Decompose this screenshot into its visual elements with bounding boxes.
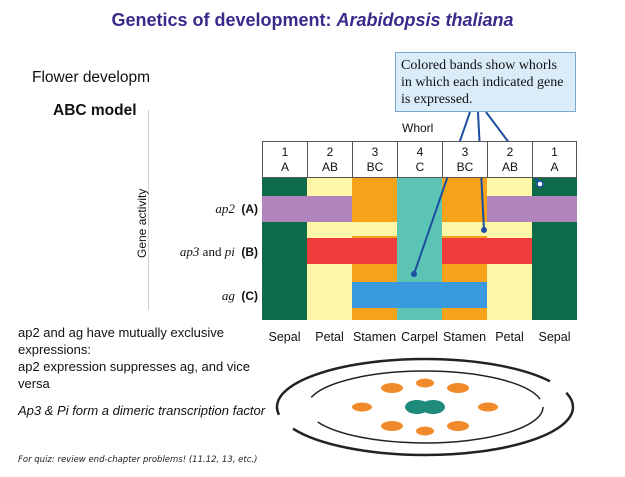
whorl-code: BC — [366, 160, 384, 174]
gene-name-ag: ag — [221, 288, 235, 303]
whorl-number: 4 — [416, 145, 424, 159]
flower-development-heading: Flower developm — [32, 69, 151, 86]
organ-label: Petal — [495, 330, 524, 344]
divider-line — [148, 110, 149, 310]
whorl-axis-label: Whorl — [402, 121, 434, 135]
gene-class-b: (B) — [241, 245, 258, 259]
callout-box: Colored bands show whorls in which each … — [395, 52, 576, 112]
gene-label-ag: ag (C) — [148, 288, 258, 304]
title-species: Arabidopsis thaliana — [336, 10, 514, 30]
organ-label: Stamen — [352, 330, 397, 344]
whorl-number: 3 — [371, 145, 379, 159]
organ-label: Sepal — [268, 330, 301, 344]
whorl-number: 1 — [281, 145, 289, 159]
flower-outline-outer — [275, 357, 575, 457]
petal-shape — [478, 402, 498, 412]
whorl-number: 2 — [326, 145, 334, 159]
gene-name-ap2: ap2 — [215, 201, 235, 216]
pointer-dot-ag — [411, 271, 417, 277]
gene-activity-label: Gene activity — [135, 188, 149, 258]
petal-shape — [447, 421, 469, 431]
gene-label-ap3pi: ap3 and pi (B) — [148, 244, 258, 260]
petal-gap-right — [442, 222, 487, 236]
whorl-code: A — [280, 160, 289, 174]
flower-outline-inner — [306, 370, 544, 444]
carpel-shape — [421, 400, 445, 414]
note-exclusive: ap2 and ag have mutually exclusive expre… — [18, 325, 224, 357]
petal-shape — [416, 378, 434, 388]
whorl-number: 2 — [506, 145, 514, 159]
gene-class-a: (A) — [241, 202, 258, 216]
petal-shape — [352, 402, 372, 412]
petal-shape — [447, 383, 469, 393]
quiz-note: For quiz: review end-chapter problems! (… — [18, 455, 258, 465]
gene-label-ap2: ap2 (A) — [148, 201, 258, 217]
note-suppression: ap2 expression suppresses ag, and vice v… — [18, 359, 250, 391]
gene-name-pi: pi — [224, 244, 235, 259]
gene-class-c: (C) — [241, 289, 258, 303]
petal-shape — [381, 421, 403, 431]
organ-label: Carpel — [401, 330, 438, 344]
ag-band — [352, 282, 487, 308]
ap3pi-band-left — [307, 238, 397, 264]
gene-and: and — [199, 244, 225, 259]
whorl-code: AB — [501, 160, 518, 174]
ap2-band-left — [262, 196, 352, 222]
ap3pi-band-right — [442, 238, 532, 264]
whorl-code: A — [550, 160, 559, 174]
note-dimer: Ap3 & Pi form a dimeric transcription fa… — [18, 403, 266, 418]
organ-label: Petal — [315, 330, 344, 344]
whorl-number: 3 — [461, 145, 469, 159]
organ-label: Stamen — [442, 330, 487, 344]
petal-shape — [416, 426, 434, 436]
slide-title: Genetics of development: Arabidopsis tha… — [0, 10, 625, 31]
notes-block: ap2 and ag have mutually exclusive expre… — [18, 324, 268, 429]
organ-label: Sepal — [538, 330, 571, 344]
whorl-code: BC — [456, 160, 474, 174]
petal-gap-left — [352, 222, 397, 236]
whorl-number: 1 — [551, 145, 558, 159]
gene-name-ap3: ap3 — [179, 244, 200, 259]
pointer-line-ag — [413, 111, 471, 275]
petal-shape — [381, 383, 403, 393]
abc-model-heading: ABC model — [53, 102, 137, 119]
ap2-band-right — [487, 196, 577, 222]
pointer-dot-ap2 — [536, 180, 544, 188]
title-main: Genetics of development: — [111, 10, 337, 30]
pointer-dot-ap3pi — [481, 227, 487, 233]
whorl-code: C — [415, 160, 425, 174]
whorl-code: AB — [321, 160, 338, 174]
